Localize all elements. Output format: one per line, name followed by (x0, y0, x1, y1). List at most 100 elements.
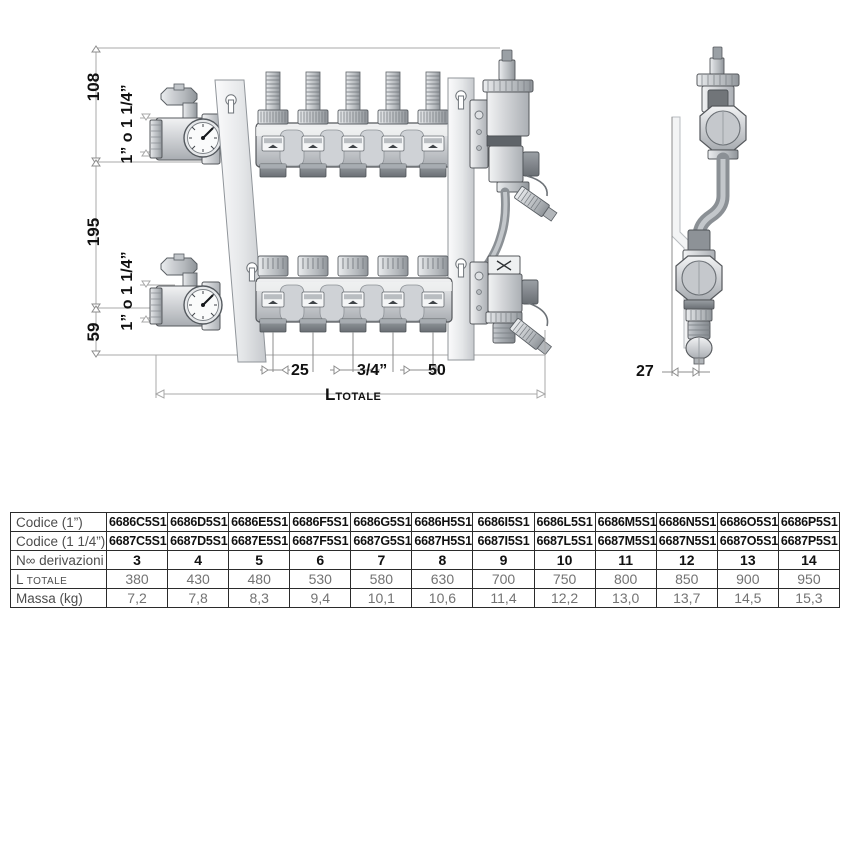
row-header: Codice (1 1/4”) (10, 531, 107, 551)
side-view-dimension-line (662, 117, 710, 377)
thread-label-upper: 1” o 1 1/4” (119, 84, 136, 164)
table-cell: 6687I5S1 (472, 531, 535, 551)
row-header: Massa (kg) (10, 588, 107, 608)
lower-ball-valve (149, 253, 223, 331)
table-cell: 800 (594, 569, 657, 589)
table-cell: 14 (777, 550, 841, 570)
table-cell: 9 (472, 550, 535, 570)
dimension-label-50: 50 (428, 362, 446, 379)
row-header: Codice (1”) (10, 512, 107, 532)
table-cell: 380 (105, 569, 169, 589)
table-cell: 700 (472, 569, 535, 589)
table-cell: 7,2 (105, 588, 169, 608)
upper-manifold-assembly (149, 49, 558, 363)
horizontal-dimension-lines (260, 332, 440, 375)
table-cell: 13 (716, 550, 779, 570)
table-cell: 6687L5S1 (533, 531, 596, 551)
table-cell: 6687E5S1 (228, 531, 291, 551)
table-cell: 6687C5S1 (105, 531, 169, 551)
table-cell: 12 (655, 550, 718, 570)
table-cell: 13,7 (655, 588, 718, 608)
total-length-subscript: TOTALE (335, 391, 382, 403)
table-cell: 6686F5S1 (289, 512, 352, 532)
table-cell: 9,4 (289, 588, 352, 608)
table-cell: 8 (411, 550, 474, 570)
dimension-label-59: 59 (84, 322, 103, 342)
table-cell: 530 (289, 569, 352, 589)
table-cell: 6687F5S1 (289, 531, 352, 551)
table-cell: 6686D5S1 (167, 512, 230, 532)
dimension-label-spacing: 3/4” (357, 362, 388, 379)
table-cell: 6 (289, 550, 352, 570)
dimension-label-27: 27 (636, 363, 654, 380)
table-cell: 6686H5S1 (411, 512, 474, 532)
manifold-lobes-lower (279, 284, 425, 322)
table-cell: 6686I5S1 (472, 512, 535, 532)
table-cell: 6686M5S1 (594, 512, 657, 532)
table-cell: 10,1 (350, 588, 413, 608)
upper-ball-valve (149, 83, 223, 165)
table-cell: 580 (350, 569, 413, 589)
table-cell: 630 (411, 569, 474, 589)
table-cell: 6687D5S1 (167, 531, 230, 551)
table-cell: 3 (105, 550, 169, 570)
manifold-lobes-upper (279, 129, 425, 167)
table-cell: 6686O5S1 (716, 512, 779, 532)
table-cell: 6687P5S1 (777, 531, 841, 551)
table-cell: 8,3 (228, 588, 291, 608)
drain-valve-assembly (469, 255, 553, 356)
table-cell: 6687N5S1 (655, 531, 718, 551)
total-length-label: LTOTALE (325, 385, 381, 405)
technical-drawing: 108 195 59 1” o 1 1/4” 1” o 1 1/4” 25 3/… (84, 45, 747, 405)
table-cell: 10 (533, 550, 596, 570)
table-cell: 6687H5S1 (411, 531, 474, 551)
table-cell: 6686N5S1 (655, 512, 718, 532)
row-header-subscript: TOTALE (26, 575, 68, 587)
row-header: N∞ derivazioni (10, 550, 107, 570)
table-cell: 6686P5S1 (777, 512, 841, 532)
table-cell: 15,3 (777, 588, 841, 608)
dimension-label-108: 108 (84, 72, 103, 102)
table-cell: 7,8 (167, 588, 230, 608)
lower-manifold-assembly (149, 253, 553, 356)
table-cell: 11 (594, 550, 657, 570)
dimension-label-195: 195 (84, 217, 103, 247)
table-cell: 13,0 (594, 588, 657, 608)
table-cell: 11,4 (472, 588, 535, 608)
table-cell: 14,5 (716, 588, 779, 608)
air-vent-assembly (469, 49, 558, 283)
mounting-bracket-left (214, 79, 267, 363)
thread-label-lower: 1” o 1 1/4” (119, 251, 136, 331)
row-header-main: L (16, 571, 24, 587)
table-cell: 10,6 (411, 588, 474, 608)
table-cell: 6686L5S1 (533, 512, 596, 532)
table-cell: 430 (167, 569, 230, 589)
table-cell: 6687M5S1 (594, 531, 657, 551)
side-view (662, 46, 747, 377)
total-length-dimension (154, 330, 547, 399)
table-cell: 750 (533, 569, 596, 589)
table-cell: 900 (716, 569, 779, 589)
table-cell: 12,2 (533, 588, 596, 608)
dimension-arrows (91, 45, 101, 358)
table-cell: 5 (228, 550, 291, 570)
table-cell: 6687G5S1 (350, 531, 413, 551)
dimension-label-25: 25 (291, 362, 309, 379)
manifold-drawing-svg (91, 45, 747, 399)
table-cell: 4 (167, 550, 230, 570)
total-length-symbol: L (325, 385, 336, 404)
row-header: L TOTALE (10, 569, 107, 589)
table-cell: 950 (777, 569, 841, 589)
table-cell: 6687O5S1 (716, 531, 779, 551)
table-cell: 6686C5S1 (105, 512, 169, 532)
table-cell: 6686G5S1 (350, 512, 413, 532)
table-cell: 6686E5S1 (228, 512, 291, 532)
